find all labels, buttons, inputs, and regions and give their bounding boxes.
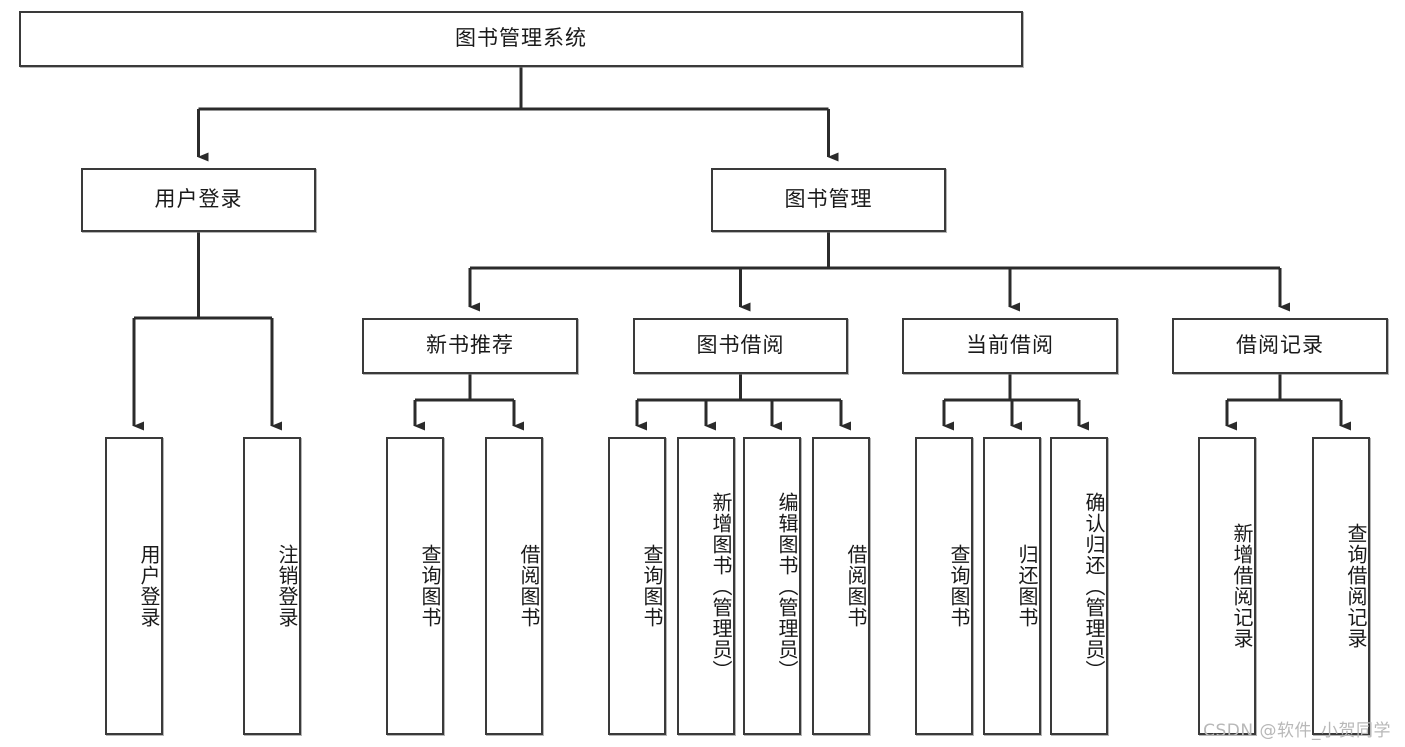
- node-user-login[interactable]: 用户登录: [81, 168, 316, 232]
- node-label: 查询图书: [947, 544, 971, 628]
- node-leaf-add-record[interactable]: 新增借阅记录: [1198, 437, 1256, 735]
- node-label: 确认归还（管理员）: [1082, 491, 1106, 681]
- node-borrow-record[interactable]: 借阅记录: [1172, 318, 1388, 374]
- node-label: 图书管理: [784, 187, 873, 212]
- node-new-book-rec[interactable]: 新书推荐: [362, 318, 578, 374]
- node-leaf-query-book-rec[interactable]: 查询图书: [386, 437, 444, 735]
- node-leaf-query-book-borrow[interactable]: 查询图书: [608, 437, 666, 735]
- node-label: 借阅图书: [517, 544, 541, 628]
- node-leaf-query-book-current[interactable]: 查询图书: [915, 437, 973, 735]
- node-leaf-query-record[interactable]: 查询借阅记录: [1312, 437, 1370, 735]
- node-label: 归还图书: [1015, 544, 1039, 628]
- node-label: 编辑图书（管理员）: [775, 491, 799, 681]
- node-label: 注销登录: [275, 544, 299, 628]
- node-leaf-add-book[interactable]: 新增图书（管理员）: [677, 437, 735, 735]
- node-leaf-borrow-book[interactable]: 借阅图书: [812, 437, 870, 735]
- node-label: 查询借阅记录: [1344, 523, 1368, 649]
- node-book-borrow[interactable]: 图书借阅: [633, 318, 848, 374]
- node-label: 当前借阅: [966, 333, 1054, 358]
- node-book-manage[interactable]: 图书管理: [711, 168, 946, 232]
- node-leaf-borrow-book-rec[interactable]: 借阅图书: [485, 437, 543, 735]
- node-label: 用户登录: [154, 187, 243, 212]
- node-label: 图书管理系统: [455, 26, 587, 51]
- node-leaf-edit-book[interactable]: 编辑图书（管理员）: [743, 437, 801, 735]
- node-label: 新增图书（管理员）: [709, 491, 733, 681]
- node-leaf-confirm-return[interactable]: 确认归还（管理员）: [1050, 437, 1108, 735]
- node-leaf-user-login[interactable]: 用户登录: [105, 437, 163, 735]
- node-leaf-user-logout[interactable]: 注销登录: [243, 437, 301, 735]
- node-current-borrow[interactable]: 当前借阅: [902, 318, 1118, 374]
- node-label: 借阅记录: [1236, 333, 1324, 358]
- node-label: 新增借阅记录: [1230, 523, 1254, 649]
- node-label: 查询图书: [640, 544, 664, 628]
- node-label: 查询图书: [418, 544, 442, 628]
- node-label: 新书推荐: [426, 333, 514, 358]
- node-leaf-return-book[interactable]: 归还图书: [983, 437, 1041, 735]
- node-label: 用户登录: [137, 544, 161, 628]
- csdn-watermark: CSDN @软件_小贺同学: [1203, 721, 1391, 741]
- node-root[interactable]: 图书管理系统: [19, 11, 1023, 67]
- node-label: 图书借阅: [696, 333, 785, 358]
- node-label: 借阅图书: [844, 544, 868, 628]
